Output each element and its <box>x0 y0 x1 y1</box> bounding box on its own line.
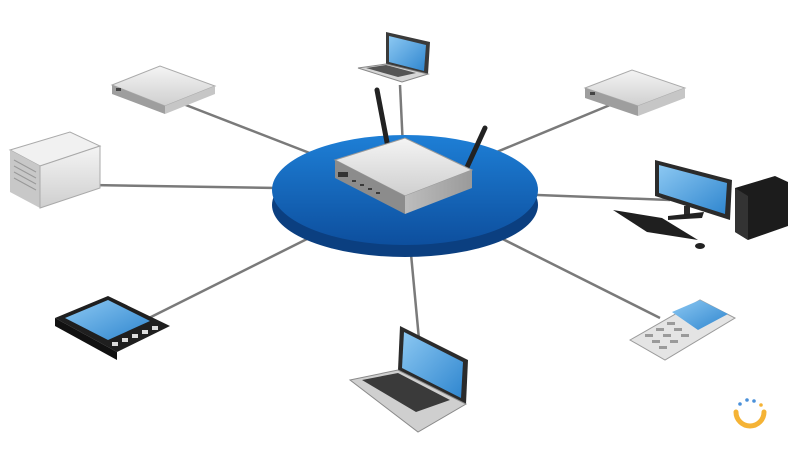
laptop-bottom-icon <box>348 326 468 433</box>
wireless-router-icon <box>333 87 488 214</box>
network-box-top-right-icon <box>583 69 687 116</box>
desktop-computer-icon <box>613 160 788 249</box>
network-box-top-left-icon <box>110 65 217 114</box>
loading-ring-icon <box>733 398 767 429</box>
server-box-icon <box>8 131 102 209</box>
tablet-icon <box>55 296 170 360</box>
laptop-top-icon <box>357 32 430 83</box>
mobile-phone-icon <box>628 299 737 361</box>
